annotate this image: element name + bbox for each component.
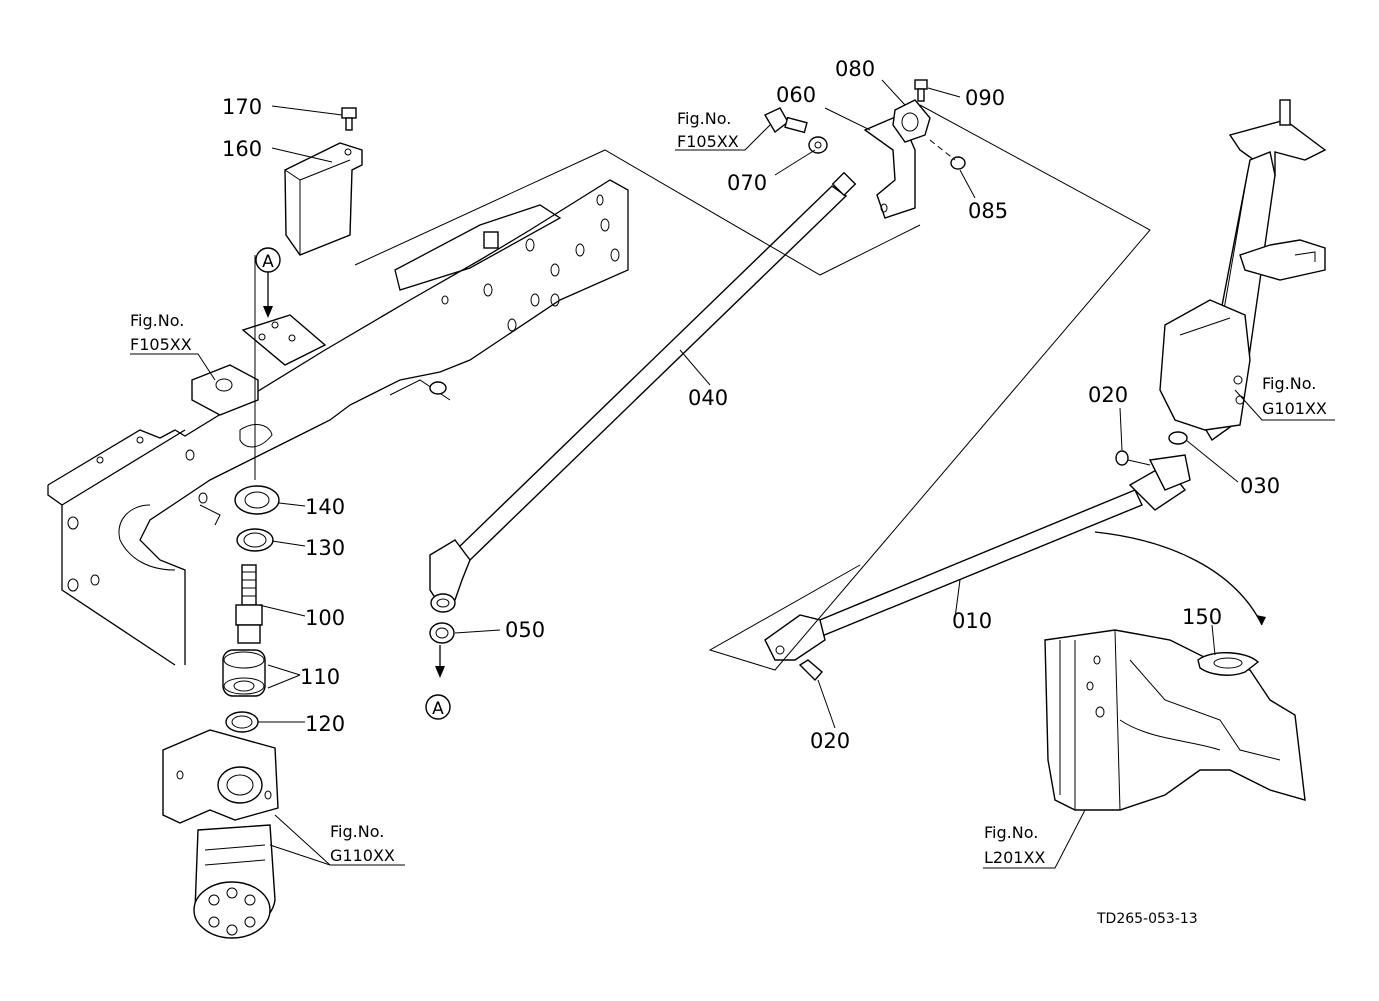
shaft-010 bbox=[764, 454, 1191, 661]
drawing-code: TD265-053-13 bbox=[1096, 911, 1198, 927]
part-label-060: 060 bbox=[776, 83, 816, 107]
bolt-020-upper bbox=[1115, 450, 1151, 466]
fig-ref-frame-left-line1: Fig.No. bbox=[130, 311, 184, 330]
fig-ref-body-line1: Fig.No. bbox=[984, 823, 1038, 842]
part-label-140: 140 bbox=[305, 495, 345, 519]
part-label-040: 040 bbox=[688, 386, 728, 410]
frame-rail bbox=[47, 179, 629, 666]
part-label-120: 120 bbox=[305, 712, 345, 736]
bolt-170 bbox=[341, 107, 357, 131]
part-label-090: 090 bbox=[965, 86, 1005, 110]
part-label-150: 150 bbox=[1182, 605, 1222, 629]
fig-ref-pump-line2: G110XX bbox=[330, 846, 395, 865]
part-label-160: 160 bbox=[222, 137, 262, 161]
assembly-outline bbox=[354, 104, 1151, 671]
bolt-frame-top bbox=[764, 107, 808, 134]
callout-a-lower-letter: A bbox=[432, 699, 444, 719]
part-label-170: 170 bbox=[222, 95, 262, 119]
callout-a-upper-letter: A bbox=[262, 252, 274, 272]
fig-ref-pump-line1: Fig.No. bbox=[330, 822, 384, 841]
part-label-030: 030 bbox=[1240, 474, 1280, 498]
part-labels: 170 160 140 130 100 110 120 080 060 090 … bbox=[222, 57, 1280, 753]
part-label-010: 010 bbox=[952, 609, 992, 633]
frame-bracket bbox=[241, 314, 327, 366]
steering-column bbox=[1159, 99, 1327, 445]
steering-pump bbox=[193, 824, 276, 939]
bolt-020-lower bbox=[798, 659, 823, 682]
fig-ref-column-line2: G101XX bbox=[1262, 399, 1327, 418]
fig-ref-frame-top-line2: F105XX bbox=[677, 132, 739, 151]
part-label-085: 085 bbox=[968, 199, 1008, 223]
bearing-110 bbox=[222, 649, 266, 697]
frame-block bbox=[191, 364, 259, 416]
nut-050 bbox=[429, 622, 455, 644]
leader-lines bbox=[258, 79, 1239, 729]
snap-ring-130 bbox=[236, 528, 274, 552]
part-label-100: 100 bbox=[305, 606, 345, 630]
fig-ref-leaders bbox=[130, 124, 1335, 869]
shaft-040 bbox=[429, 171, 857, 613]
nut-085 bbox=[950, 156, 966, 170]
callout-a-upper: A bbox=[255, 247, 281, 318]
part-label-080: 080 bbox=[835, 57, 875, 81]
cover-plate-160 bbox=[284, 142, 363, 256]
snap-ring-120 bbox=[225, 711, 259, 733]
callout-a-lower: A bbox=[425, 645, 451, 720]
fig-ref-frame-top-line1: Fig.No. bbox=[677, 109, 731, 128]
arrow-curve-150 bbox=[1094, 531, 1263, 626]
fig-ref-column-line1: Fig.No. bbox=[1262, 374, 1316, 393]
part-label-020-upper: 020 bbox=[1088, 383, 1128, 407]
part-label-110: 110 bbox=[300, 665, 340, 689]
body-panel bbox=[1044, 629, 1306, 811]
washer-070 bbox=[808, 136, 828, 154]
part-label-070: 070 bbox=[727, 171, 767, 195]
fig-ref-body-line2: L201XX bbox=[984, 848, 1045, 867]
seal-140 bbox=[234, 485, 280, 515]
pump-bracket bbox=[162, 729, 279, 824]
part-label-050: 050 bbox=[505, 618, 545, 642]
arrow-head-150 bbox=[1256, 615, 1266, 625]
shaft-100 bbox=[235, 564, 263, 644]
bolt-090 bbox=[914, 79, 928, 102]
part-label-130: 130 bbox=[305, 536, 345, 560]
flange-bearing-080 bbox=[892, 99, 931, 143]
fig-refs: Fig.No. F105XX Fig.No. F105XX Fig.No. G1… bbox=[130, 109, 1327, 867]
part-label-020-lower: 020 bbox=[810, 729, 850, 753]
fig-ref-frame-left-line2: F105XX bbox=[130, 335, 192, 354]
